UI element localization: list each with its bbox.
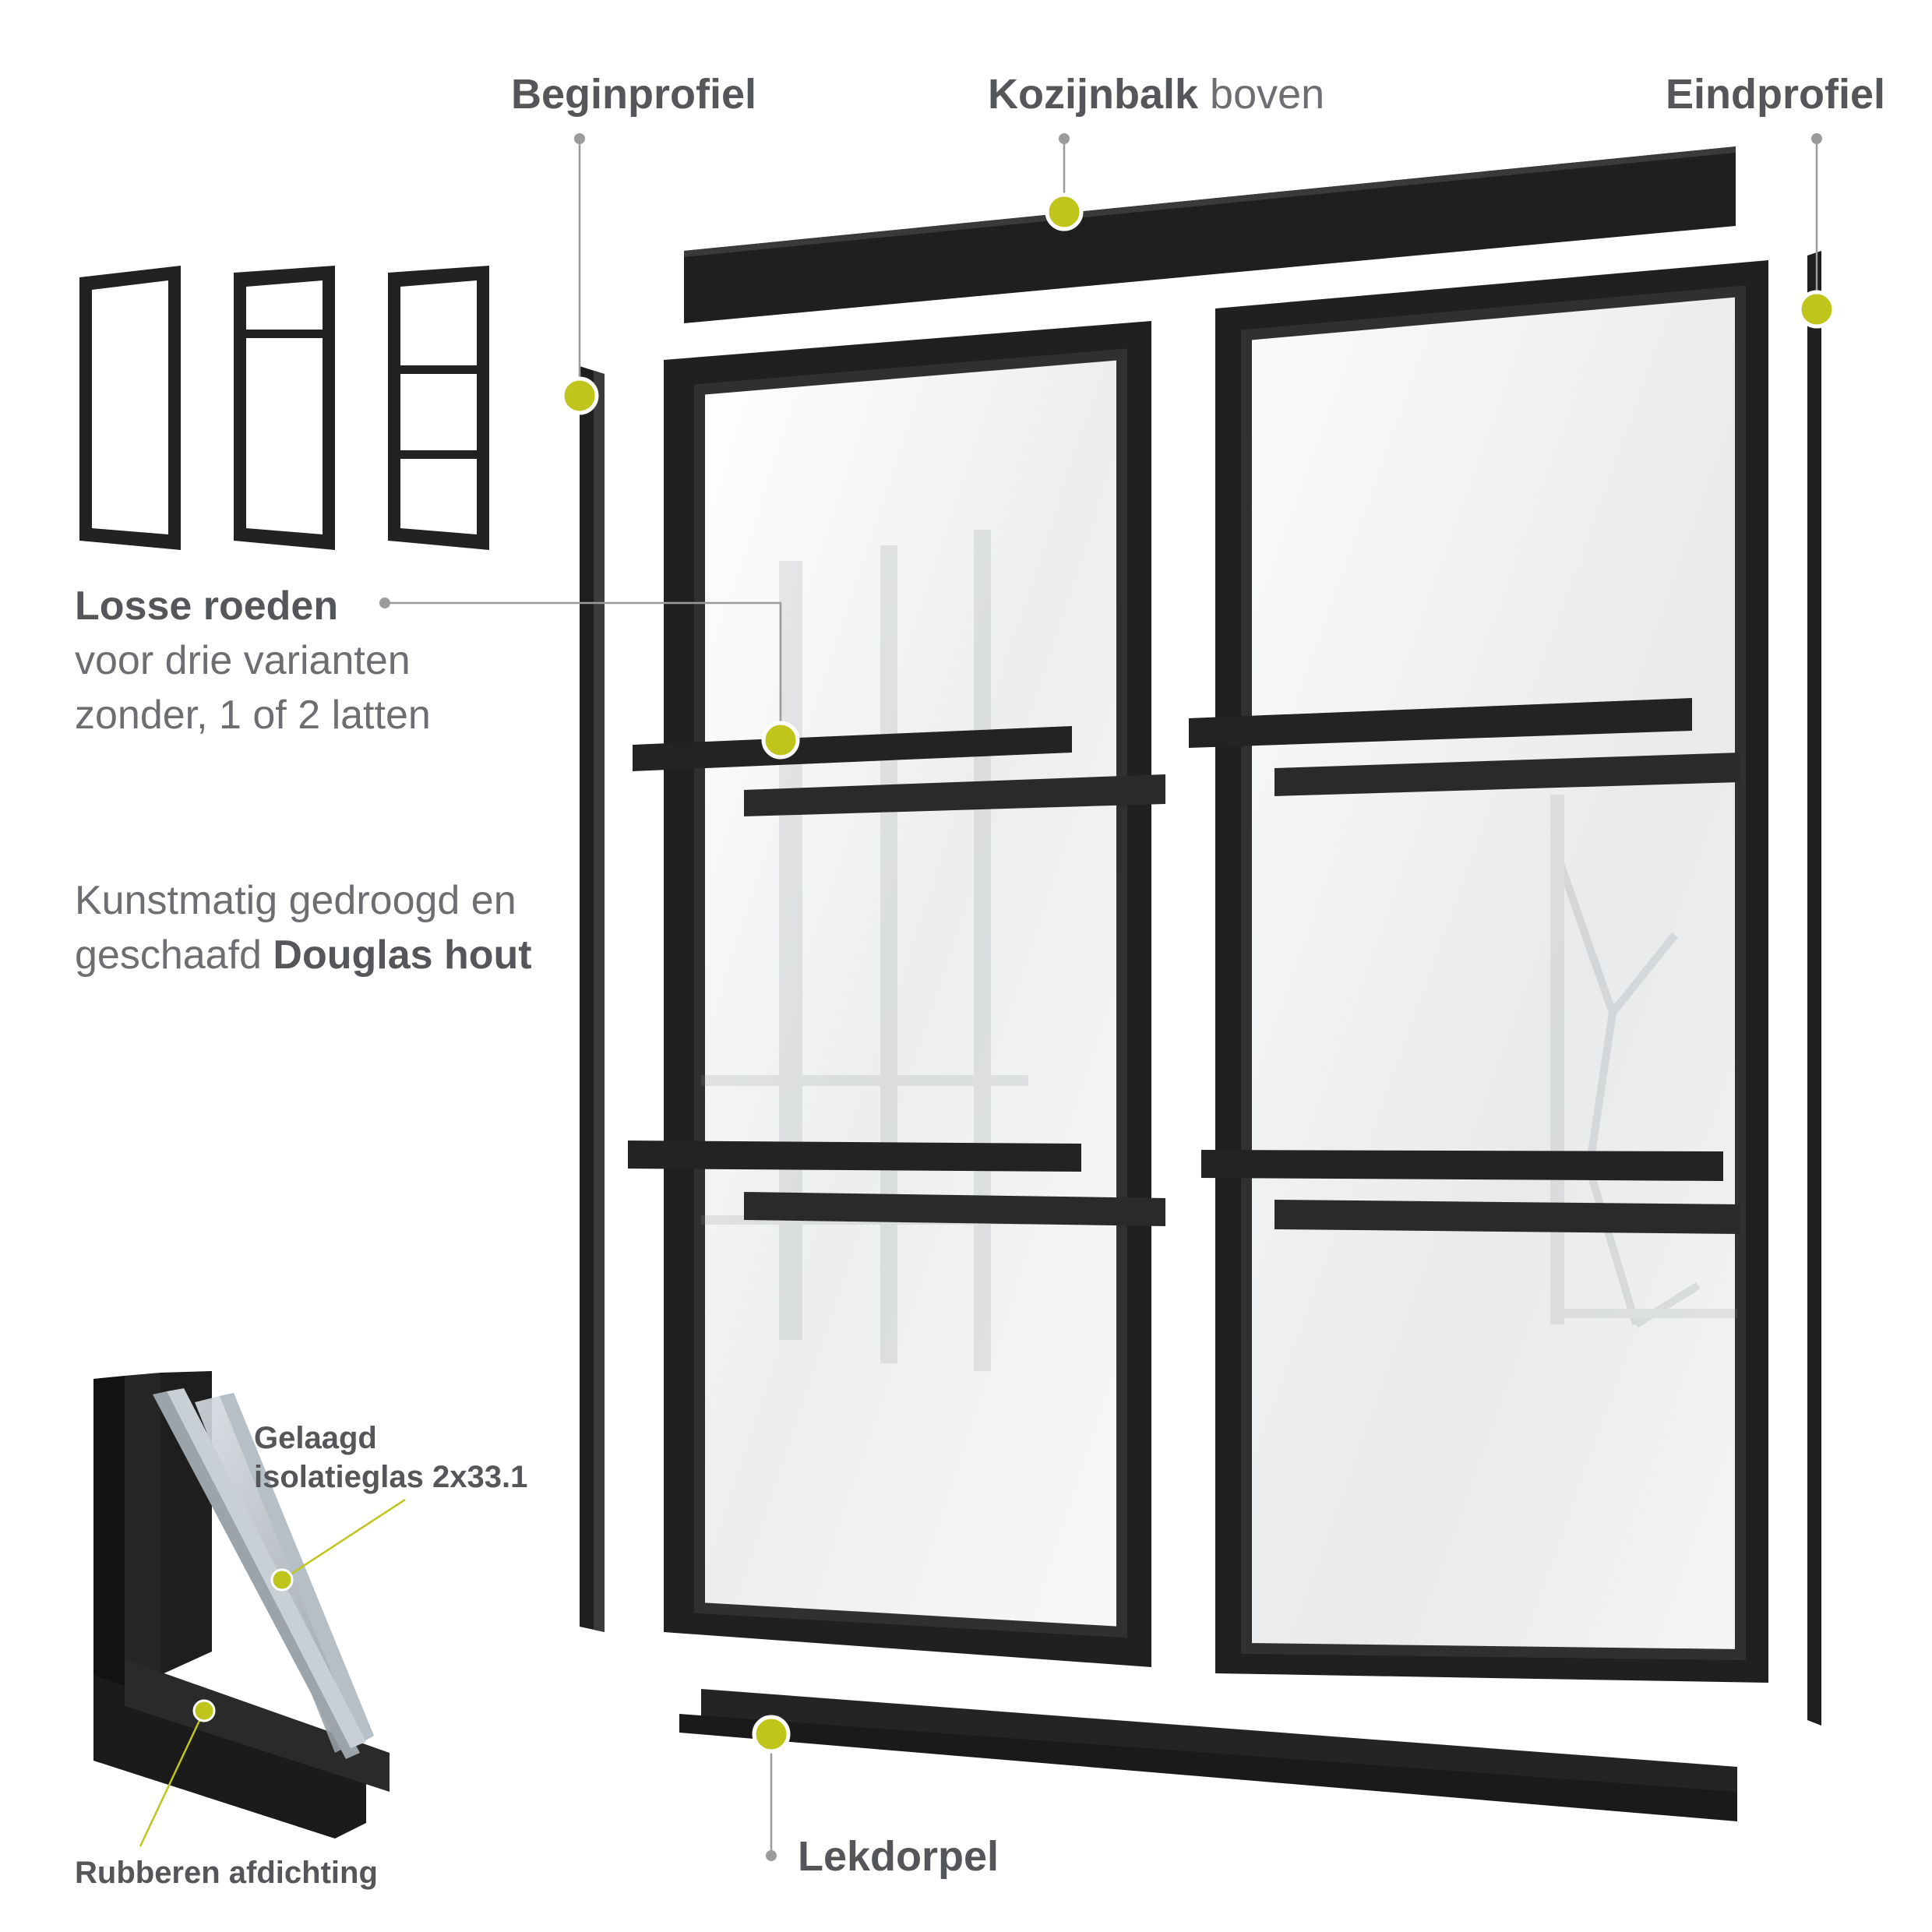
loose-bar-left-upper-back [744,774,1165,816]
label-kozijnbalk: Kozijnbalk boven [988,73,1324,115]
callout-dot-glas [270,1568,294,1592]
label-glas-line1: Gelaagd [254,1421,377,1455]
loose-bar-right-lower-back [1274,1200,1740,1234]
label-hout-line2-light: geschaafd [75,933,262,978]
label-hout-line1: Kunstmatig gedroogd en [75,878,516,923]
label-hout-line2: geschaafd Douglas hout [75,935,532,975]
loose-bar-left-upper-front [633,726,1072,771]
variant-two-bars-thumbnail [388,266,489,550]
callout-dot-eindprofiel [1797,290,1836,329]
loose-bar-left-lower-front [628,1141,1081,1172]
variant-no-bars-thumbnail [79,266,181,550]
start-profile-post [580,366,605,1632]
callouts [139,133,1836,1861]
end-profile-post [1807,251,1821,1726]
left-door [628,321,1165,1667]
callout-dot-losse-roeden [761,721,800,760]
callout-dot-rubber [192,1699,216,1722]
callout-dot-lekdorpel [752,1715,791,1754]
callout-dot-beginprofiel [560,376,599,415]
label-beginprofiel: Beginprofiel [511,71,757,118]
label-kozijnbalk-bold: Kozijnbalk [988,71,1199,118]
loose-bar-right-lower-front [1201,1150,1723,1181]
callout-dot-kozijnbalk [1045,192,1084,231]
variant-one-bar-thumbnail [234,266,335,550]
label-lekdorpel: Lekdorpel [798,1833,999,1880]
label-kozijnbalk-light: boven [1210,71,1325,118]
label-losse-roeden-line1: voor drie varianten [75,638,411,683]
right-glass-reflection [1550,795,1737,1328]
loose-bar-right-upper-back [1274,753,1740,796]
label-losse-roeden-title: Losse roeden [75,583,339,629]
label-hout-line2-bold: Douglas hout [273,933,532,978]
label-eindprofiel: Eindprofiel [1666,71,1885,118]
label-glas-line2: isolatieglas 2x33.1 [254,1460,528,1494]
right-door [1189,260,1768,1683]
sill [679,1689,1737,1821]
label-losse-roeden-line2: zonder, 1 of 2 latten [75,693,431,738]
label-rubber: Rubberen afdichting [75,1856,378,1890]
loose-bar-right-upper-front [1189,698,1692,748]
loose-bar-left-lower-back [744,1192,1165,1226]
top-beam [684,146,1736,323]
